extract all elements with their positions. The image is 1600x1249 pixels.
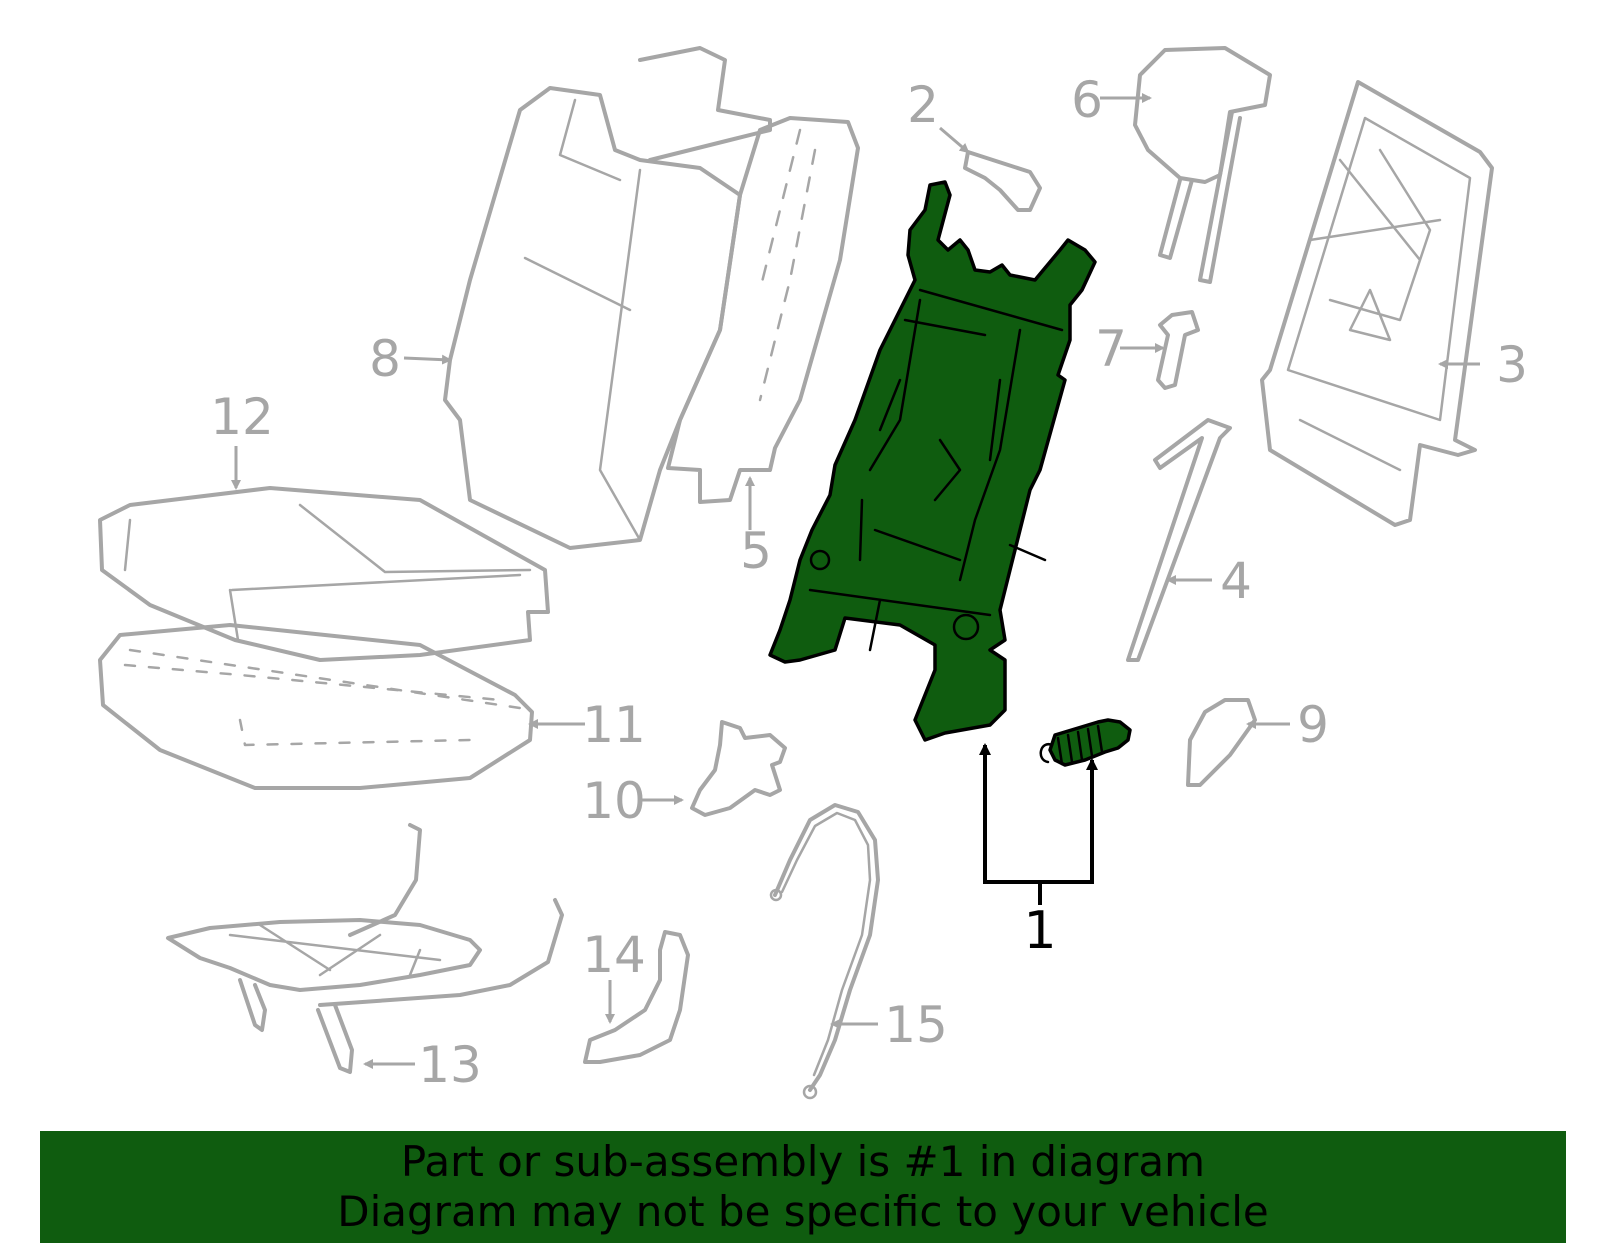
callout-6: 6 bbox=[1071, 71, 1103, 129]
callout-10: 10 bbox=[582, 772, 646, 830]
callout-14: 14 bbox=[582, 926, 646, 984]
callout-1: 1 bbox=[1023, 901, 1056, 961]
part-4-rod bbox=[1126, 418, 1232, 662]
part-2-bracket bbox=[963, 150, 1042, 212]
disclaimer-banner: Part or sub-assembly is #1 in diagram Di… bbox=[40, 1131, 1566, 1243]
part-5-seatback-pad bbox=[666, 116, 860, 504]
part-12-cushion-cover bbox=[98, 486, 550, 662]
part-8-seatback-cover bbox=[443, 46, 772, 550]
callout-8: 8 bbox=[369, 330, 401, 388]
part-3-back-board bbox=[1260, 80, 1494, 527]
banner-line-2: Diagram may not be specific to your vehi… bbox=[337, 1187, 1269, 1236]
part-1-seatback-frame bbox=[768, 180, 1097, 742]
callout-11: 11 bbox=[582, 696, 646, 754]
part-6-headrest bbox=[1133, 46, 1272, 284]
callout-7: 7 bbox=[1095, 320, 1127, 378]
part-10-bracket bbox=[690, 720, 787, 817]
part-13-seat-frame bbox=[166, 823, 564, 1074]
leader-lines bbox=[231, 93, 1480, 1069]
callout-12: 12 bbox=[210, 388, 274, 446]
callout-15: 15 bbox=[884, 996, 948, 1054]
callout-4: 4 bbox=[1220, 552, 1252, 610]
callout-3: 3 bbox=[1496, 336, 1528, 394]
part-1-spring bbox=[1039, 718, 1132, 767]
part-14-trim bbox=[583, 930, 690, 1064]
callout-2: 2 bbox=[907, 76, 939, 134]
callout-5: 5 bbox=[740, 522, 772, 580]
part-9-cover bbox=[1186, 698, 1257, 787]
callout-13: 13 bbox=[418, 1036, 482, 1094]
part-11-cushion-pad bbox=[98, 623, 534, 790]
part-7-headrest-guide bbox=[1156, 310, 1200, 390]
banner-line-1: Part or sub-assembly is #1 in diagram bbox=[400, 1137, 1206, 1186]
part-15-cable bbox=[769, 803, 880, 1100]
callout-9: 9 bbox=[1297, 696, 1329, 754]
